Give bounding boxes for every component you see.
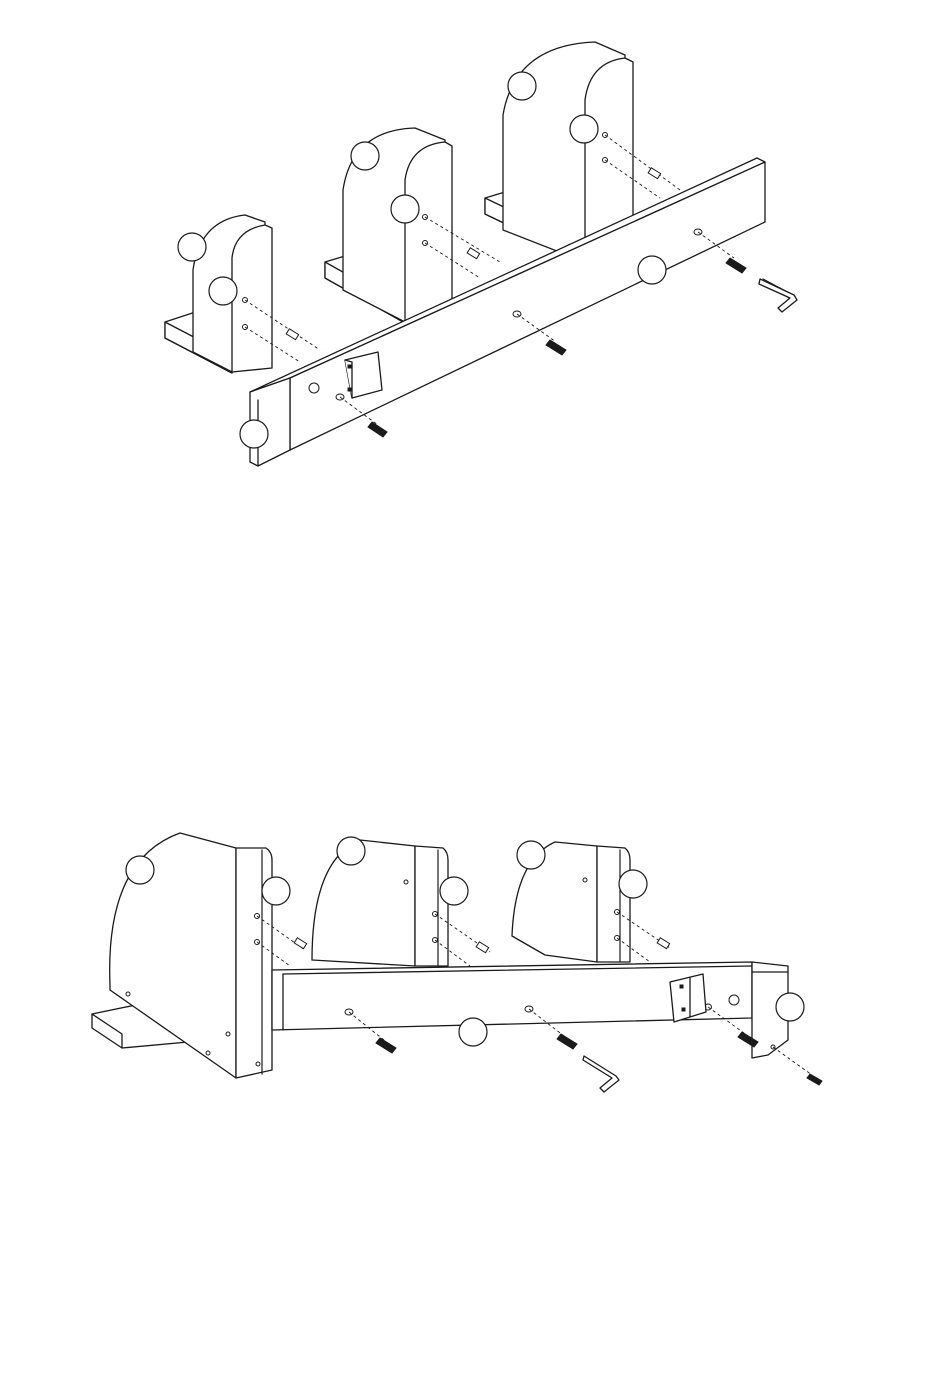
part-callout — [459, 1018, 487, 1046]
metal-bracket — [345, 352, 382, 398]
hex-bolt — [376, 1038, 396, 1053]
part-callout — [508, 72, 536, 100]
dowel-pin — [294, 938, 307, 949]
part-callout — [178, 233, 206, 261]
part-callout — [440, 877, 468, 905]
part-callout — [776, 993, 804, 1021]
part-callout — [351, 142, 379, 170]
hex-bolt — [557, 1034, 577, 1049]
cam-hole — [309, 383, 319, 393]
dowel-pin — [648, 168, 661, 179]
hex-bolt — [368, 422, 387, 437]
assembly-figure-1 — [165, 42, 797, 466]
assembly-figure-2 — [92, 833, 822, 1092]
dowel-pin — [476, 942, 489, 953]
part-callout — [638, 256, 666, 284]
part-callout — [570, 115, 598, 143]
allen-key — [583, 1056, 619, 1092]
screw-hole — [206, 1051, 210, 1055]
screw-hole — [256, 1062, 260, 1066]
screw-hole — [126, 992, 130, 996]
hex-bolt — [546, 340, 566, 355]
dowel-pin — [286, 329, 299, 340]
side-panel-middle — [312, 840, 448, 966]
cam-hole — [729, 995, 739, 1005]
screw-hole — [583, 878, 587, 882]
side-panel-middle — [325, 128, 452, 323]
part-callout — [391, 195, 419, 223]
dowel-pin — [467, 248, 480, 259]
part-callout — [209, 277, 237, 305]
part-callout — [126, 856, 154, 884]
allen-key-body — [759, 279, 797, 312]
part-callout — [262, 877, 290, 905]
hex-bolt — [726, 258, 746, 273]
part-callout — [517, 841, 545, 869]
part-callout — [619, 870, 647, 898]
part-callout — [240, 420, 268, 448]
screw-hole — [404, 880, 408, 884]
screw-hole — [226, 1032, 230, 1036]
part-callout — [337, 837, 365, 865]
small-screw — [807, 1074, 822, 1085]
dowel-pin — [657, 938, 670, 949]
